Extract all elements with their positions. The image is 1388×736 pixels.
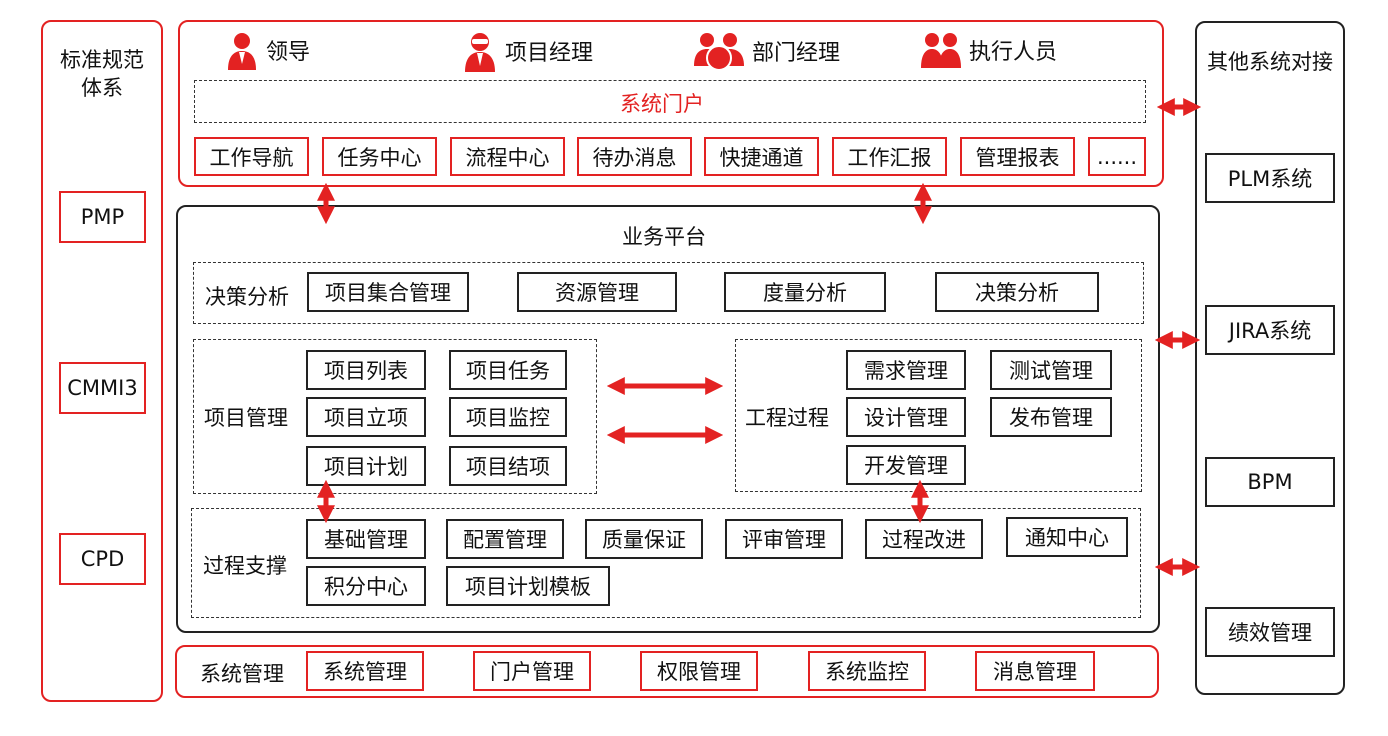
portal-process-center[interactable]: 流程中心 bbox=[450, 137, 565, 176]
integration-panel bbox=[1195, 21, 1345, 695]
project-task[interactable]: 项目任务 bbox=[449, 350, 567, 390]
eng-development[interactable]: 开发管理 bbox=[846, 445, 966, 485]
portal-work-report[interactable]: 工作汇报 bbox=[832, 137, 947, 176]
integration-bpm[interactable]: BPM bbox=[1205, 457, 1335, 507]
portal-shortcuts[interactable]: 快捷通道 bbox=[704, 137, 819, 176]
engineering-section bbox=[735, 339, 1142, 492]
decision-resource-mgmt[interactable]: 资源管理 bbox=[517, 272, 677, 312]
project-plan[interactable]: 项目计划 bbox=[306, 446, 426, 486]
eng-design[interactable]: 设计管理 bbox=[846, 397, 966, 437]
role-project-manager[interactable]: 项目经理 bbox=[463, 30, 593, 72]
group-icon bbox=[694, 33, 744, 71]
standards-panel bbox=[41, 20, 163, 702]
project-closure[interactable]: 项目结项 bbox=[449, 446, 567, 486]
support-basic[interactable]: 基础管理 bbox=[306, 519, 426, 559]
system-panel bbox=[175, 645, 1159, 698]
standard-pmp[interactable]: PMP bbox=[59, 191, 146, 243]
role-label: 部门经理 bbox=[752, 41, 841, 66]
role-leader[interactable]: 领导 bbox=[226, 30, 310, 70]
portal-work-nav[interactable]: 工作导航 bbox=[194, 137, 309, 176]
decision-section bbox=[193, 262, 1144, 324]
role-executor[interactable]: 执行人员 bbox=[921, 30, 1057, 70]
integration-title: 其他系统对接 bbox=[1207, 50, 1333, 74]
support-label: 过程支撑 bbox=[203, 554, 287, 578]
eng-release[interactable]: 发布管理 bbox=[990, 397, 1112, 437]
support-notify[interactable]: 通知中心 bbox=[1006, 517, 1128, 557]
support-plan-template[interactable]: 项目计划模板 bbox=[446, 566, 610, 606]
system-portal-admin[interactable]: 门户管理 bbox=[473, 651, 591, 691]
support-points[interactable]: 积分中心 bbox=[306, 566, 426, 606]
portal-title: 系统门户 bbox=[620, 92, 704, 116]
business-platform-title: 业务平台 bbox=[622, 225, 706, 249]
portal-task-center[interactable]: 任务中心 bbox=[322, 137, 437, 176]
project-label: 项目管理 bbox=[204, 406, 288, 430]
project-section bbox=[193, 339, 597, 494]
role-department-manager[interactable]: 部门经理 bbox=[694, 30, 840, 72]
person-icon bbox=[228, 33, 256, 70]
integration-plm[interactable]: PLM系统 bbox=[1205, 153, 1335, 203]
project-initiation[interactable]: 项目立项 bbox=[306, 397, 426, 437]
decision-metric-analysis[interactable]: 度量分析 bbox=[724, 272, 886, 312]
portal-todo-messages[interactable]: 待办消息 bbox=[577, 137, 692, 176]
engineering-label: 工程过程 bbox=[745, 406, 829, 430]
support-section bbox=[191, 508, 1141, 618]
system-admin[interactable]: 系统管理 bbox=[306, 651, 424, 691]
system-label: 系统管理 bbox=[200, 662, 284, 686]
integration-performance[interactable]: 绩效管理 bbox=[1205, 607, 1335, 657]
decision-label: 决策分析 bbox=[205, 285, 289, 309]
manager-icon bbox=[465, 33, 495, 72]
standard-cpd[interactable]: CPD bbox=[59, 533, 146, 585]
system-permissions[interactable]: 权限管理 bbox=[640, 651, 758, 691]
standard-cmmi3[interactable]: CMMI3 bbox=[59, 362, 146, 414]
eng-requirements[interactable]: 需求管理 bbox=[846, 350, 966, 390]
business-platform-panel bbox=[176, 205, 1160, 633]
portal-mgmt-reports[interactable]: 管理报表 bbox=[960, 137, 1075, 176]
portal-more[interactable]: ...... bbox=[1088, 137, 1146, 176]
support-qa[interactable]: 质量保证 bbox=[585, 519, 703, 559]
integration-jira[interactable]: JIRA系统 bbox=[1205, 305, 1335, 355]
decision-analysis[interactable]: 决策分析 bbox=[935, 272, 1099, 312]
role-label: 执行人员 bbox=[969, 40, 1058, 65]
eng-testing[interactable]: 测试管理 bbox=[990, 350, 1112, 390]
team-icon bbox=[921, 33, 961, 68]
system-messages[interactable]: 消息管理 bbox=[975, 651, 1095, 691]
system-monitoring[interactable]: 系统监控 bbox=[808, 651, 926, 691]
standards-title: 标准规范体系 bbox=[60, 48, 144, 100]
role-label: 项目经理 bbox=[505, 41, 594, 66]
project-list[interactable]: 项目列表 bbox=[306, 350, 426, 390]
role-label: 领导 bbox=[266, 40, 311, 65]
project-monitoring[interactable]: 项目监控 bbox=[449, 397, 567, 437]
decision-program-mgmt[interactable]: 项目集合管理 bbox=[307, 272, 469, 312]
support-review[interactable]: 评审管理 bbox=[725, 519, 843, 559]
portal-title-bar bbox=[194, 80, 1146, 123]
support-config[interactable]: 配置管理 bbox=[446, 519, 564, 559]
